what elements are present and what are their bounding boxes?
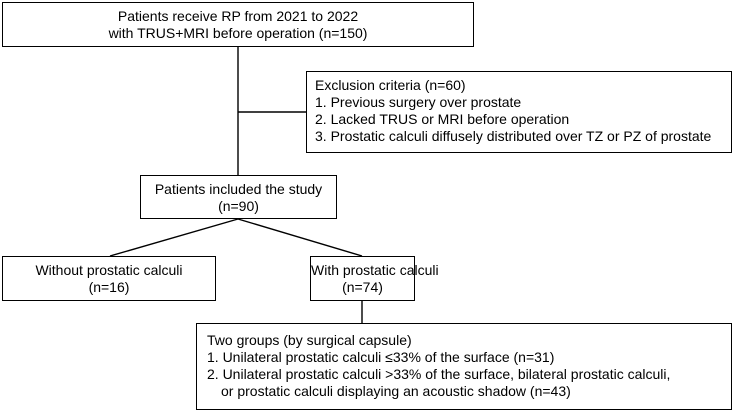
groups-item-2-line-2: or prostatic calculi displaying an acous… <box>221 383 571 399</box>
included-patients-box: Patients included the study (n=90) <box>140 175 337 219</box>
with-calculi-box: With prostatic calculi (n=74) <box>310 256 439 301</box>
exclusion-item-3: 3. Prostatic calculi diffusely distribut… <box>315 128 712 144</box>
enrolled-line-2: with TRUS+MRI before operation (n=150) <box>108 25 368 41</box>
with-line-2: (n=74) <box>342 279 383 295</box>
without-calculi-box: Without prostatic calculi (n=16) <box>2 256 216 301</box>
enrolled-patients-box: Patients receive RP from 2021 to 2022 wi… <box>2 2 474 47</box>
exclusion-criteria-box: Exclusion criteria (n=60) 1. Previous su… <box>306 71 732 153</box>
groups-item-1: 1. Unilateral prostatic calculi ≤33% of … <box>207 349 555 365</box>
included-line-2: (n=90) <box>218 198 259 214</box>
connector-included-to-without <box>109 218 239 257</box>
groups-item-2-line-1: 2. Unilateral prostatic calculi >33% of … <box>207 366 671 382</box>
included-line-1: Patients included the study <box>154 181 323 197</box>
with-line-1: With prostatic calculi <box>311 262 439 278</box>
two-groups-box: Two groups (by surgical capsule) 1. Unil… <box>196 323 732 410</box>
without-line-1: Without prostatic calculi <box>35 262 183 278</box>
without-line-2: (n=16) <box>88 279 130 295</box>
connector-included-to-with <box>237 218 363 257</box>
enrolled-line-1: Patients receive RP from 2021 to 2022 <box>117 8 359 24</box>
exclusion-title: Exclusion criteria (n=60) <box>315 77 466 93</box>
exclusion-item-1: 1. Previous surgery over prostate <box>315 94 522 110</box>
groups-title: Two groups (by surgical capsule) <box>207 332 412 348</box>
exclusion-item-2: 2. Lacked TRUS or MRI before operation <box>315 111 570 127</box>
